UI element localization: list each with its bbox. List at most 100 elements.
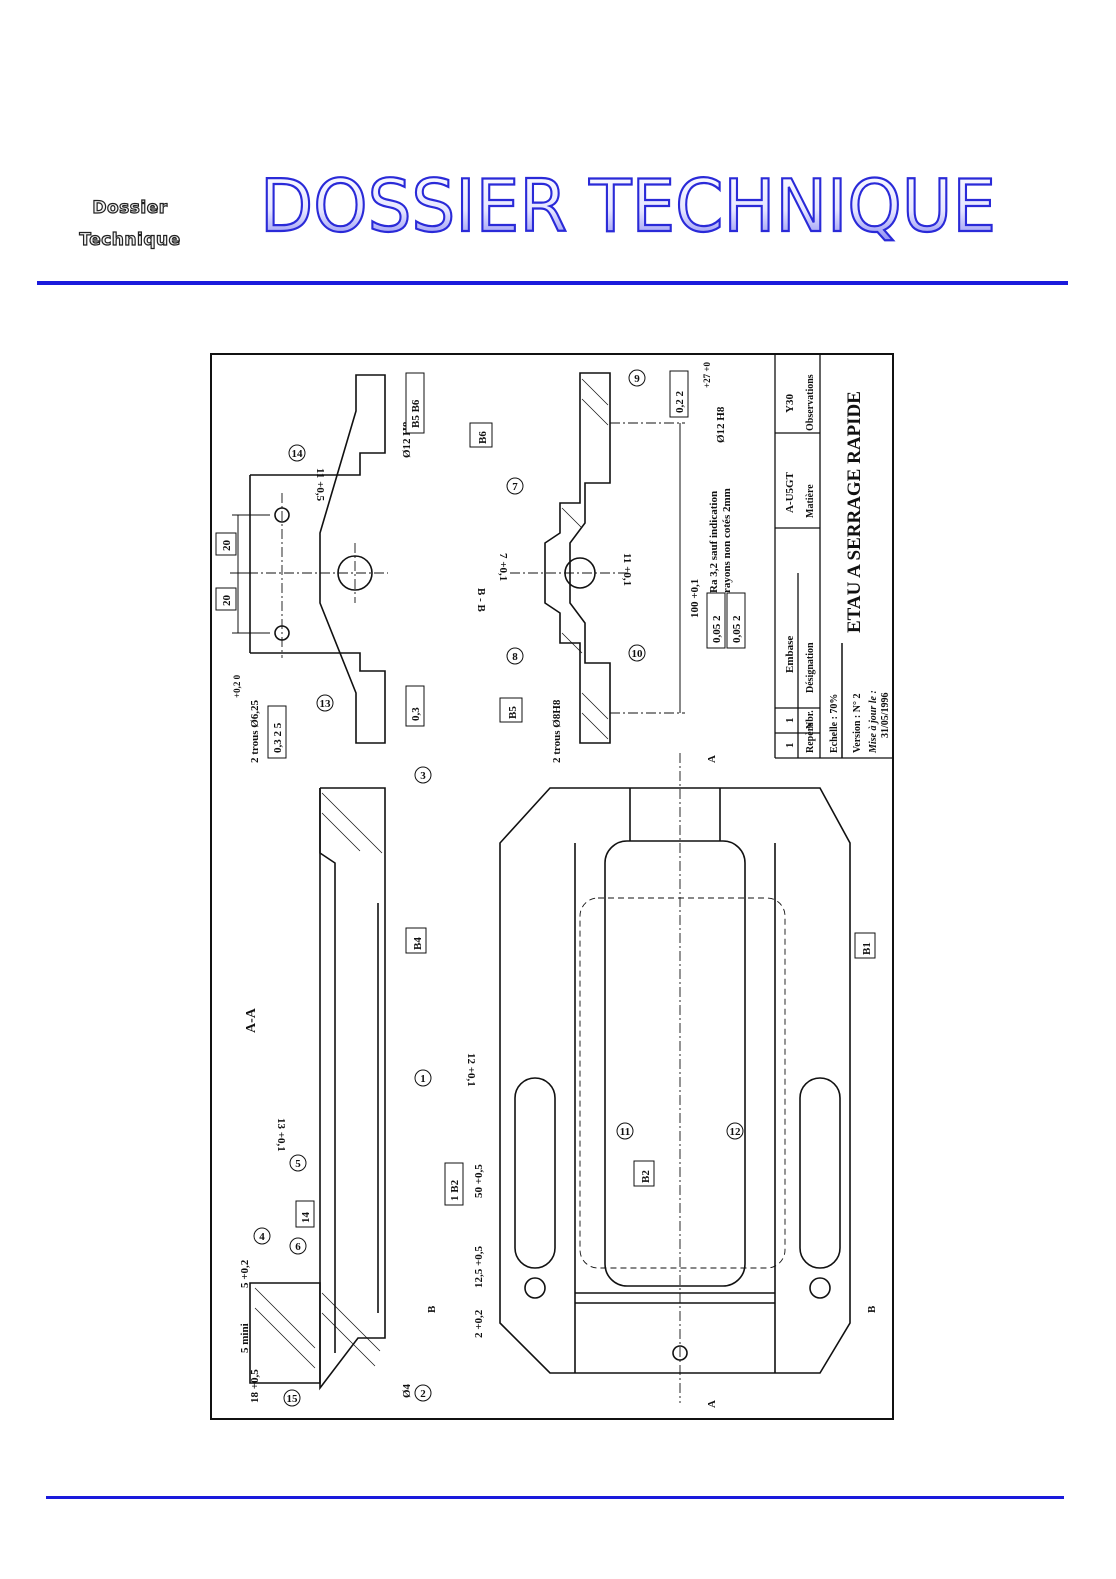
fcf-flatness: 0,3: [410, 707, 422, 721]
table-repere-val: 1: [784, 743, 796, 749]
section-aa-label: A-A: [244, 1007, 259, 1033]
section-bb-hatch: [561, 378, 609, 740]
table-nbr-header: Nbr.: [805, 710, 816, 729]
dim-12-5: 12,5 +0,5: [473, 1245, 485, 1288]
table-matiere-val: A-U5GT: [784, 471, 796, 513]
table-repere-header: Repère: [805, 722, 816, 753]
dim-14: 14: [300, 1212, 312, 1224]
header-divider: [37, 281, 1068, 285]
dim-5: 5 +0,2: [239, 1259, 251, 1288]
marker-15: 15: [283, 1389, 301, 1407]
dim-20a: 20: [221, 540, 233, 552]
marker-6: 6: [289, 1237, 307, 1255]
dim-11-b: 11 +0,1: [621, 553, 633, 586]
top-view-dims: [232, 514, 270, 634]
section-bb-label: B - B: [475, 588, 487, 613]
marker-7: 7: [506, 477, 524, 495]
dim-5-mini: 5 mini: [239, 1323, 251, 1353]
table-nbr-val: 1: [784, 718, 796, 724]
svg-text:5: 5: [295, 1158, 301, 1170]
marker-3: 3: [414, 766, 432, 784]
marker-1: 1: [414, 1069, 432, 1087]
note-bore-bb: Ø12 H8: [715, 406, 727, 443]
fcf-symmetry: 0,2 2: [674, 391, 686, 414]
section-aa-hatch: [254, 792, 383, 1369]
dim-o4: Ø4: [401, 1383, 413, 1398]
title-block: [774, 354, 892, 759]
svg-text:4: 4: [259, 1231, 265, 1243]
svg-text:14: 14: [292, 448, 304, 460]
marker-11: 11: [616, 1122, 634, 1140]
note-holes-8: 2 trous Ø8H8: [551, 699, 563, 763]
marker-10: 10: [628, 644, 646, 662]
footer-divider: [46, 1496, 1064, 1499]
side-title-line2: Technique: [79, 229, 181, 250]
section-aa: [249, 787, 386, 1391]
side-title-line1: Dossier: [92, 197, 168, 218]
dim-7: 7 +0,1: [497, 553, 509, 581]
note-holes-625-tol: +0,2 0: [232, 674, 242, 698]
fcf-b5-b6: B5 B6: [410, 399, 422, 428]
svg-text:2: 2: [420, 1388, 426, 1400]
section-letter-a-bottom: A: [706, 1400, 718, 1408]
side-title: Dossier Technique: [60, 192, 200, 256]
note-holes-625: 2 trous Ø6,25: [249, 699, 261, 763]
datum-b4: B4: [412, 937, 424, 950]
technical-drawing: 1 1 Embase A-U5GT Y30 Repère Nbr. Désign…: [210, 353, 894, 1420]
note-bore-tol: +27 +0: [702, 361, 712, 388]
note-roughness-2: rayons non cotés 2mm: [721, 488, 733, 593]
dim-18: 18 +0,5: [249, 1369, 261, 1403]
table-update-label: Mise à jour le :: [868, 690, 879, 754]
svg-text:7: 7: [512, 481, 518, 493]
table-designation-header: Désignation: [805, 642, 816, 693]
marker-4: 4: [253, 1227, 271, 1245]
svg-text:12: 12: [730, 1126, 742, 1138]
svg-text:13: 13: [320, 698, 332, 710]
section-letter-b-right: B: [866, 1305, 878, 1313]
svg-text:6: 6: [295, 1241, 301, 1253]
dim-20b: 20: [221, 595, 233, 607]
table-observations-header: Observations: [805, 374, 816, 431]
dim-12: 12 +0,1: [465, 1053, 477, 1087]
table-version: Version : N° 2: [852, 694, 863, 753]
section-letter-b-left: B: [426, 1305, 438, 1313]
datum-b2: B2: [640, 1170, 652, 1183]
item-markers: 1 2 3 4 5 6 7 8 9 10 11 12 13 14 15: [253, 369, 744, 1407]
fcf-position: 0,3 2 5: [272, 722, 284, 753]
fcf-symmetry-b2: 1 B2: [449, 1179, 461, 1201]
dim-50: 50 +0,5: [473, 1164, 485, 1198]
drawing-canvas: 1 1 Embase A-U5GT Y30 Repère Nbr. Désign…: [210, 353, 894, 1420]
svg-text:10: 10: [632, 648, 644, 660]
svg-text:15: 15: [287, 1393, 299, 1405]
dim-11-a: 11 +0,5: [314, 468, 326, 502]
svg-text:3: 3: [420, 770, 426, 782]
main-title-text: DOSSIER TECHNIQUE: [260, 164, 996, 248]
svg-text:8: 8: [512, 651, 518, 663]
fcf-perpendicularity: 0,05 2: [731, 615, 743, 643]
drawing-frame: [210, 353, 894, 1420]
main-title: DOSSIER TECHNIQUE: [259, 163, 997, 249]
table-designation-val: Embase: [784, 636, 796, 673]
drawing-title: ETAU A SERRAGE RAPIDE: [844, 391, 865, 633]
datum-b1: B1: [861, 942, 873, 955]
marker-12: 12: [726, 1122, 744, 1140]
dim-2: 2 +0,2: [473, 1309, 485, 1338]
dim-100: 100 +0,1: [689, 579, 701, 618]
marker-13: 13: [316, 694, 334, 712]
section-letter-a-top: A: [706, 755, 718, 763]
table-observations-val: Y30: [784, 394, 796, 413]
svg-text:1: 1: [420, 1073, 426, 1085]
table-update-date: 31/05/1996: [880, 692, 891, 738]
fcf-concentricity: 0,05 2: [711, 615, 723, 643]
datum-b6: B6: [477, 431, 489, 444]
svg-text:11: 11: [620, 1126, 630, 1138]
marker-2: 2: [414, 1384, 432, 1402]
note-roughness-1: Ra 3,2 sauf indication: [708, 491, 720, 593]
svg-text:9: 9: [634, 373, 640, 385]
datum-b5: B5: [507, 706, 519, 719]
marker-14: 14: [288, 444, 306, 462]
marker-5: 5: [289, 1154, 307, 1172]
table-scale: Echelle : 70%: [829, 694, 840, 753]
table-matiere-header: Matière: [805, 484, 816, 518]
dim-13: 13 +0,1: [275, 1118, 287, 1152]
